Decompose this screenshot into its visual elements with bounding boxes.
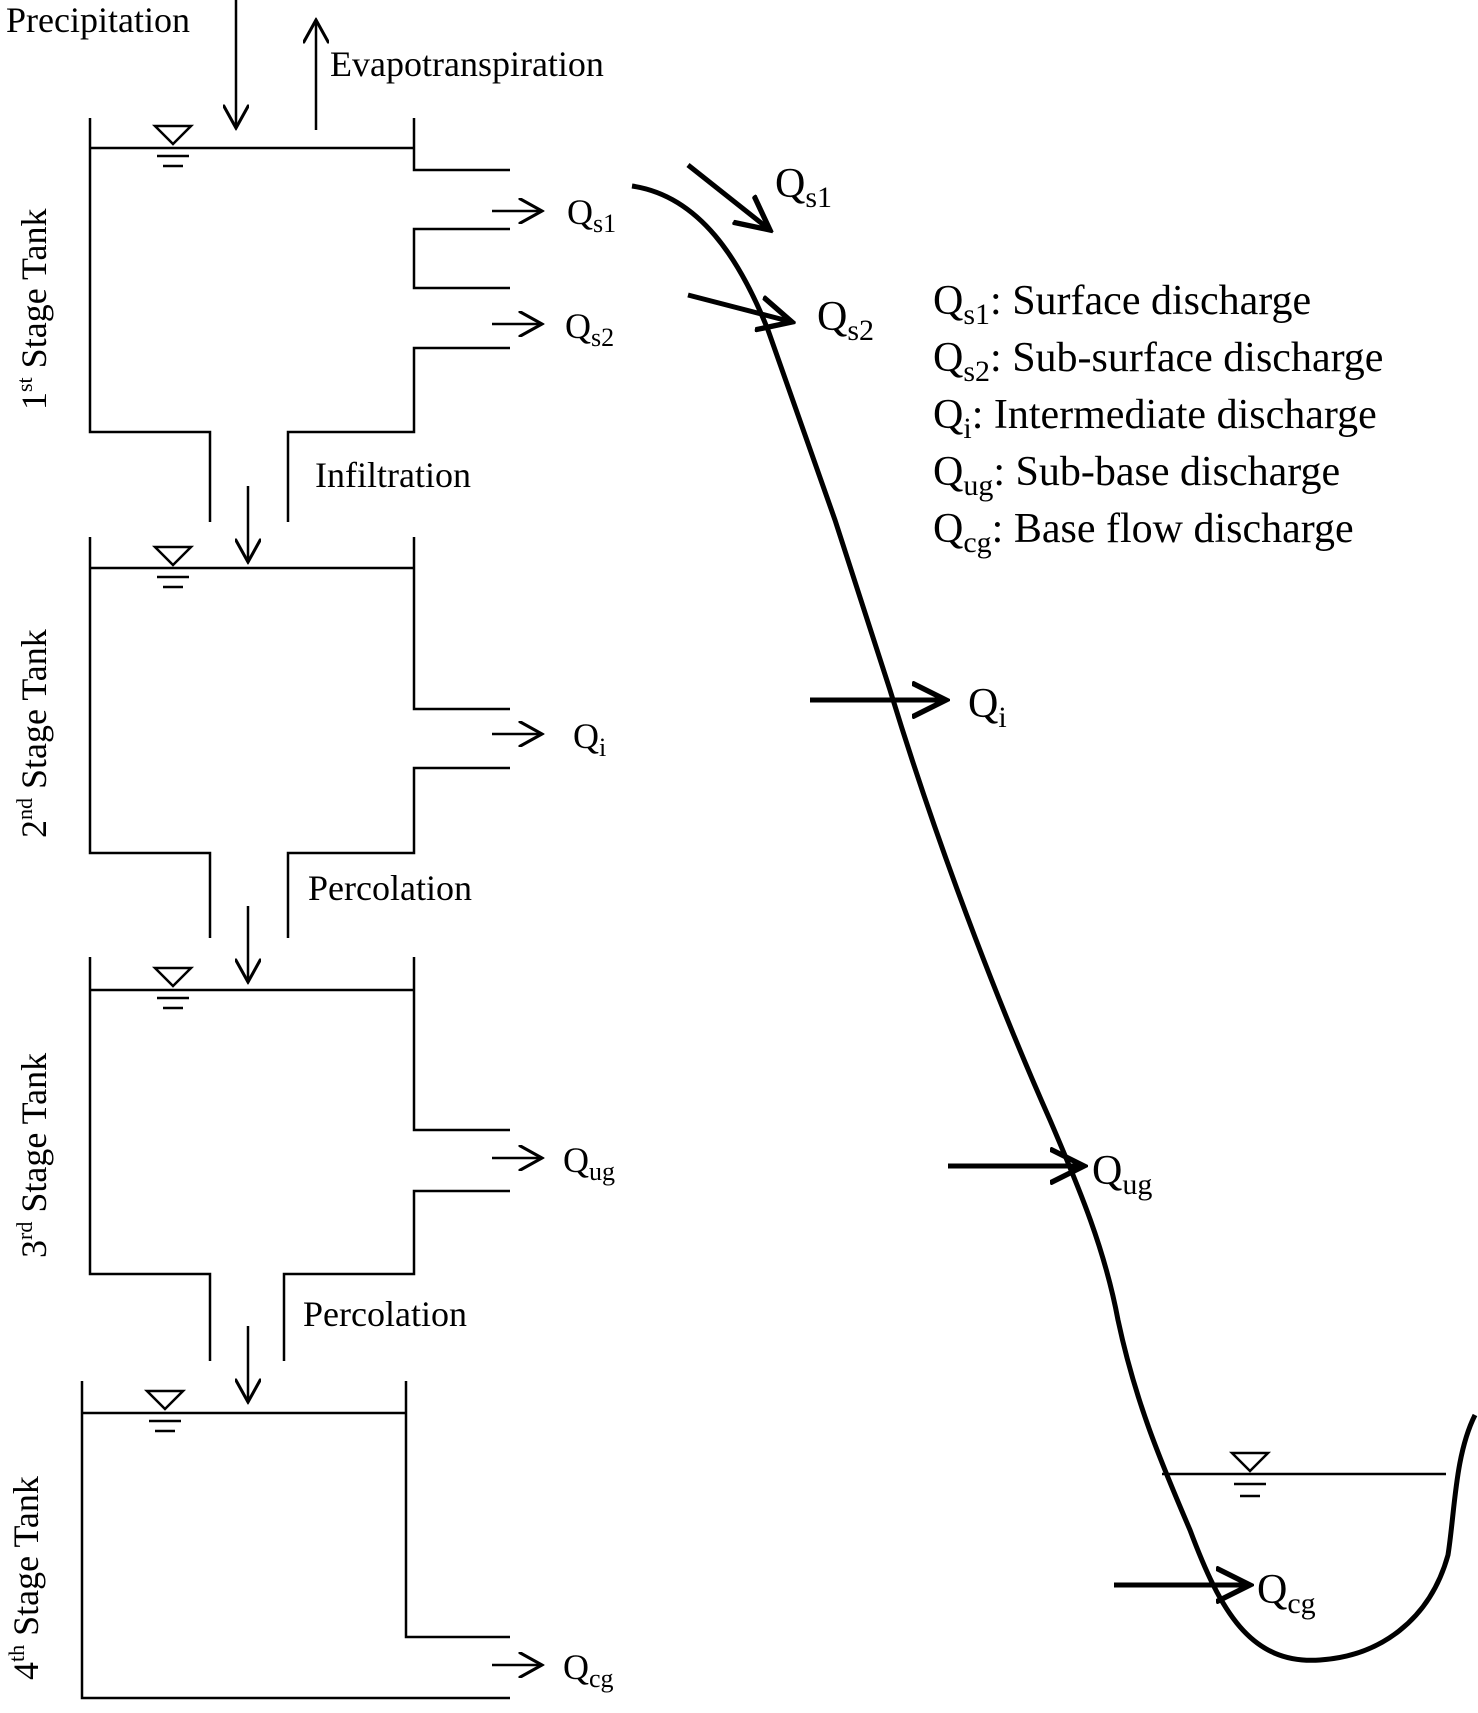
evapotranspiration-label: Evapotranspiration — [330, 44, 604, 84]
tank-4-left-wall-and-floor — [80, 1381, 510, 1700]
tank-3: Qug — [88, 957, 615, 1361]
tank-3-left-wall — [88, 957, 212, 1361]
legend-item-qs2: Qs2: Sub-surface discharge — [933, 335, 1383, 388]
tank-4-label: 4th Stage Tank — [4, 1476, 46, 1680]
qug-discharge-label: Qug — [1092, 1148, 1152, 1201]
qs1-discharge-arrow — [686, 163, 770, 230]
legend-item-qi: Qi: Intermediate discharge — [933, 392, 1377, 445]
tank-2-left-wall — [88, 537, 212, 938]
water-level-icon — [151, 545, 195, 589]
tank-1-right-wall-upper — [412, 118, 510, 172]
legend: Qs1: Surface discharge Qs2: Sub-surface … — [933, 278, 1383, 559]
legend-item-qcg: Qcg: Base flow discharge — [933, 506, 1354, 559]
qi-discharge-label: Qi — [968, 681, 1007, 734]
qs1-discharge-label: Qs1 — [775, 161, 832, 214]
tank-1: Qs1 Qs2 — [88, 118, 616, 522]
qug-outlet-label: Qug — [563, 1140, 615, 1186]
qs2-outlet-label: Qs2 — [565, 306, 614, 352]
hillslope-channel-profile — [631, 183, 1478, 1663]
tank-1-label: 1st Stage Tank — [12, 209, 54, 410]
qs1-outlet-label: Qs1 — [567, 192, 616, 238]
infiltration-label: Infiltration — [315, 455, 471, 495]
water-level-icon — [151, 966, 195, 1010]
percolation-1-label: Percolation — [308, 868, 472, 908]
qcg-discharge-label: Qcg — [1257, 1567, 1316, 1620]
qi-outlet-label: Qi — [573, 716, 606, 762]
precipitation-label: Precipitation — [6, 0, 190, 40]
water-level-icon — [1228, 1451, 1272, 1498]
legend-item-qs1: Qs1: Surface discharge — [933, 278, 1311, 331]
water-level-icon — [143, 1389, 187, 1433]
qs2-discharge-label: Qs2 — [817, 294, 874, 347]
legend-item-qug: Qug: Sub-base discharge — [933, 449, 1340, 502]
tank-4-right-wall — [404, 1381, 510, 1639]
water-level-icon — [151, 124, 195, 168]
tank-1-outlet-divider — [412, 227, 510, 290]
tank-2: Qi — [88, 537, 606, 938]
tank-2-right-wall-upper — [412, 537, 510, 711]
qs2-discharge-arrow — [687, 292, 792, 322]
tank-2-label: 2nd Stage Tank — [12, 629, 54, 838]
qcg-outlet-label: Qcg — [563, 1647, 614, 1693]
tank-3-right-wall-upper — [412, 957, 510, 1132]
tank-3-label: 3rd Stage Tank — [12, 1053, 54, 1258]
tank-1-right-wall-lower — [286, 346, 510, 522]
tank-2-right-wall-lower — [286, 766, 510, 938]
tank-4: Qcg — [80, 1381, 614, 1700]
tank-3-right-wall-lower — [282, 1189, 510, 1361]
percolation-2-label: Percolation — [303, 1294, 467, 1334]
tank-1-left-wall — [88, 118, 212, 522]
